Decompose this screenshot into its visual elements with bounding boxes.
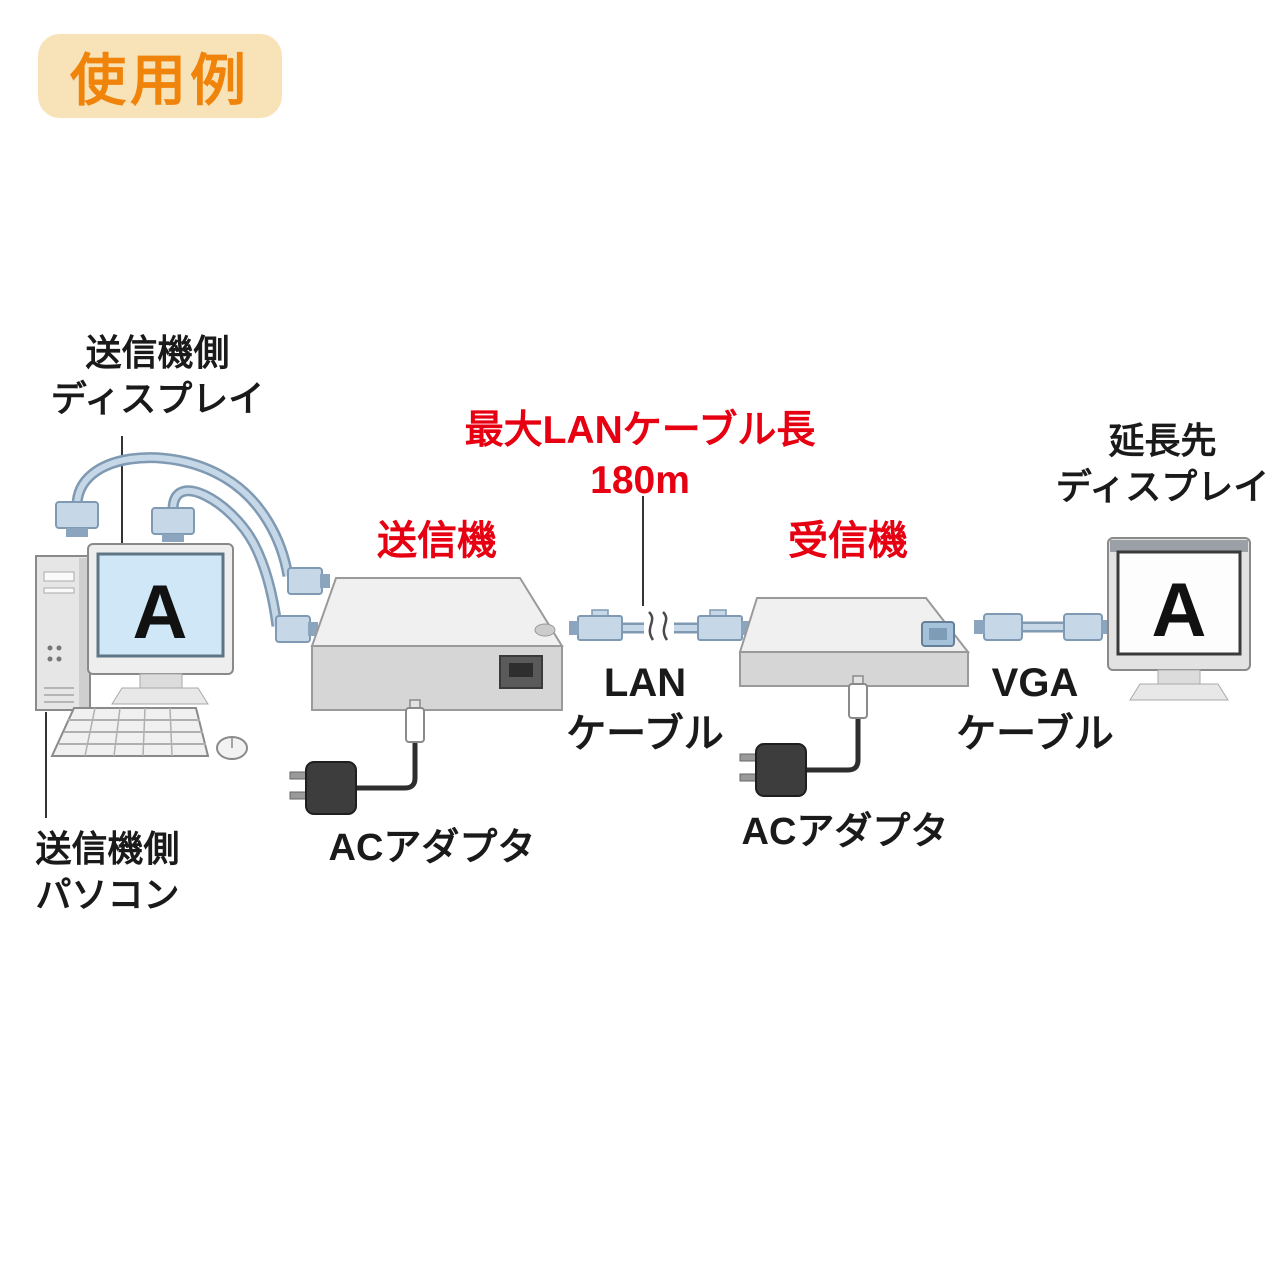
receiver-box — [738, 597, 971, 687]
tx-monitor: A — [87, 543, 234, 705]
tx-screen-letter: A — [133, 570, 188, 655]
tx-display-label-line2: ディスプレイ — [50, 378, 265, 420]
ac-adapter-rx-label: ACアダプタ — [741, 811, 949, 853]
tx-vga-cable-2 — [167, 485, 283, 627]
lan-cable-illustration — [569, 606, 751, 650]
vga-connector-icon — [275, 615, 318, 643]
vga-connector-icon — [974, 613, 1023, 641]
lan-cable-label-line2: ケーブル — [566, 712, 724, 757]
transmitter-label: 送信機 — [377, 519, 497, 563]
tx-display-label: 送信機側 ディスプレイ — [25, 330, 290, 422]
tx-pc-label-line2: パソコン — [35, 874, 180, 916]
lan-connector-icon — [697, 609, 751, 641]
dc-plug-icon — [405, 707, 425, 743]
ac-adapter-tx-illustration — [289, 699, 425, 815]
vga-cable-label-line1: VGA — [991, 661, 1079, 705]
dc-plug-icon — [848, 683, 868, 719]
usage-example-label: 使用例 — [70, 48, 250, 112]
transmitter-box — [310, 577, 564, 711]
max-lan-length-label: 最大LANケーブル長 180m — [440, 406, 840, 506]
vga-cable-label-line2: ケーブル — [956, 712, 1114, 757]
ac-adapter-rx-illustration — [739, 675, 868, 797]
lan-connector-icon — [569, 609, 623, 641]
ext-display-label-line2: ディスプレイ — [1055, 466, 1270, 508]
tx-pc-label: 送信機側 パソコン — [0, 826, 215, 918]
cable-break-icon — [662, 611, 669, 641]
vga-connector-icon — [287, 567, 330, 595]
tx-pc-label-line1: 送信機側 — [35, 828, 180, 869]
tx-vga-cable-1 — [71, 452, 294, 577]
vga-cable-label: VGA ケーブル — [935, 658, 1135, 760]
ext-monitor: A — [1107, 537, 1251, 701]
vga-connector-icon — [1063, 613, 1112, 641]
cable-break-icon — [648, 611, 655, 641]
max-lan-length-line2: 180m — [590, 458, 690, 502]
lan-cable-label: LAN ケーブル — [545, 658, 745, 760]
keyboard — [50, 707, 210, 757]
ext-display-label: 延長先 ディスプレイ — [1045, 418, 1280, 510]
ac-adapter-tx-label: ACアダプタ — [328, 827, 536, 869]
max-lan-length-line1: 最大LANケーブル長 — [464, 409, 816, 452]
usage-example-badge: 使用例 — [38, 34, 282, 118]
ext-screen-letter: A — [1152, 568, 1207, 653]
ext-display-label-line1: 延長先 — [1108, 420, 1217, 461]
pc-tower — [35, 555, 91, 711]
ac-plug-icon — [305, 761, 357, 815]
receiver-label: 受信機 — [788, 519, 908, 563]
ext-vga-cable — [974, 613, 1112, 641]
lan-cable-label-line1: LAN — [603, 661, 687, 705]
mouse — [216, 736, 248, 760]
ac-plug-icon — [755, 743, 807, 797]
vga-connector-icon — [55, 501, 99, 537]
tx-display-label-line1: 送信機側 — [85, 332, 230, 373]
vga-connector-icon — [151, 507, 195, 542]
